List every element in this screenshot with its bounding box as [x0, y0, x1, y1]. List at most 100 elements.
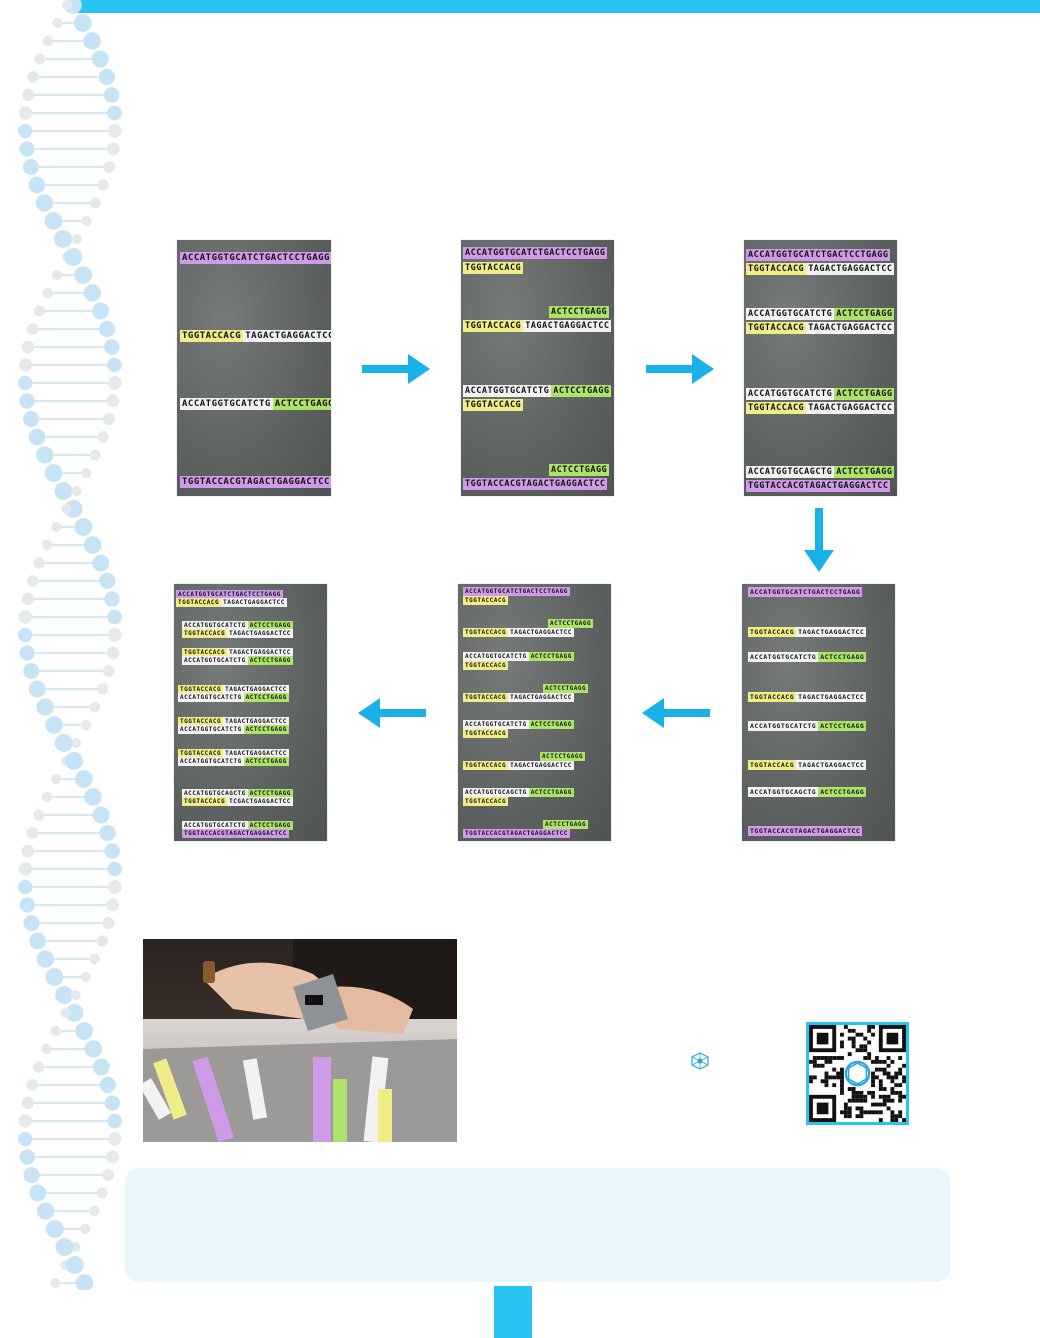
- dna-segment: ACTCCTGAGG: [543, 684, 589, 693]
- dna-node: [75, 1022, 94, 1040]
- dna-segment: TGGTACCACG: [463, 262, 524, 274]
- dna-segment: TGGTACCACG: [182, 629, 228, 638]
- dna-segment: ACCATGGTGCATCTGACTCCTGAGG: [176, 590, 283, 599]
- dna-segment: TAGACTGAGGACTCC: [806, 402, 895, 414]
- dna-node: [104, 1095, 120, 1111]
- dna-node: [28, 428, 46, 446]
- dna-segment: ACTCCTGAGG: [243, 757, 289, 766]
- page-number-tab: [494, 1286, 532, 1338]
- dna-node: [80, 971, 91, 983]
- dna-node: [54, 230, 73, 248]
- arrow-left-icon: [642, 698, 710, 728]
- dna-segment: TGGTACCACG: [463, 320, 524, 332]
- dna-segment: TGGTACCACG: [746, 263, 807, 275]
- dna-node: [107, 861, 122, 877]
- dna-node: [99, 572, 116, 590]
- dna-strand: ACCATGGTGCATCTGACTCCTGAGG: [463, 247, 608, 259]
- dna-node: [74, 770, 93, 788]
- dna-segment: TGGTACCACGTAGACTGAGGACTCC: [180, 476, 331, 488]
- dna-segment: ACTCCTGAGG: [247, 656, 293, 665]
- dna-node: [108, 124, 122, 138]
- dna-segment: ACTCCTGAGG: [543, 820, 589, 829]
- dna-segment: ACTCCTGAGG: [528, 652, 574, 661]
- dna-node: [26, 575, 39, 587]
- dna-node: [51, 773, 62, 785]
- dna-segment: ACCATGGTGCAGCTG: [463, 788, 529, 797]
- dna-node: [107, 105, 122, 121]
- dna-node: [36, 698, 54, 716]
- dna-segment: TAGACTGAGGACTCC: [806, 263, 895, 275]
- dna-node: [102, 413, 115, 425]
- dna-node: [22, 159, 39, 175]
- dna-strand: TGGTACCACG: [463, 596, 509, 605]
- dna-node: [36, 950, 55, 968]
- dna-node: [21, 592, 35, 606]
- dna-strand: ACTCCTGAGG: [543, 820, 589, 829]
- dna-node: [18, 610, 33, 624]
- dna-segment: ACTCCTGAGG: [818, 787, 867, 797]
- dna-strand: TGGTACCACGTAGACTGAGGACTCC: [180, 476, 331, 488]
- dna-node: [92, 806, 110, 824]
- dna-segment: TAGACTGAGGACTCC: [227, 648, 293, 657]
- dna-node: [18, 106, 33, 120]
- dna-node: [19, 645, 35, 661]
- dna-node: [34, 53, 46, 65]
- dna-node: [64, 752, 83, 770]
- dna-segment: TGGTACCACG: [178, 749, 224, 758]
- dna-segment: TGGTACCACG: [746, 402, 807, 414]
- dna-strand: ACTCCTGAGG: [548, 619, 594, 628]
- qr-code-icon[interactable]: [806, 1022, 909, 1125]
- dna-segment: ACTCCTGAGG: [834, 466, 895, 478]
- dna-strand: ACTCCTGAGG: [549, 306, 610, 318]
- dna-node: [107, 1132, 122, 1146]
- dna-segment: TGGTACCACG: [463, 596, 509, 605]
- dna-segment: ACTCCTGAGG: [247, 789, 293, 798]
- dna-strand: TGGTACCACGTAGACTGAGGACTCC: [746, 480, 891, 492]
- dna-segment: ACTCCTGAGG: [247, 621, 293, 630]
- dna-node: [99, 1076, 116, 1094]
- dna-node: [50, 1025, 61, 1037]
- dna-node: [97, 683, 109, 695]
- dna-strand: ACCATGGTGCATCTGACTCCTGAGG: [463, 587, 570, 596]
- dna-node: [21, 340, 35, 354]
- dna-segment: TAGACTGAGGACTCC: [223, 717, 289, 726]
- dna-segment: ACCATGGTGCATCTGACTCCTGAGG: [180, 252, 331, 264]
- dna-node: [81, 467, 92, 479]
- dna-node: [89, 953, 100, 965]
- dna-node: [41, 1043, 52, 1055]
- dna-node: [23, 662, 40, 680]
- dna-node: [61, 503, 72, 515]
- dna-segment: TAGACTGAGGACTCC: [508, 761, 574, 770]
- dna-segment: ACCATGGTGCATCTGACTCCTGAGG: [748, 587, 863, 597]
- dna-node: [18, 358, 33, 372]
- dna-node: [41, 791, 53, 803]
- dna-segment: ACCATGGTGCATCTGACTCCTGAGG: [463, 587, 570, 596]
- dna-node: [104, 843, 120, 859]
- dna-strand: TGGTACCACG: [463, 661, 509, 670]
- dna-segment: ACCATGGTGCATCTG: [463, 385, 552, 397]
- dna-segment: TGGTACCACG: [746, 322, 807, 334]
- dna-node: [83, 32, 101, 50]
- dna-node: [75, 1274, 94, 1290]
- dna-segment: ACCATGGTGCATCTG: [182, 821, 248, 830]
- dna-node: [84, 1040, 103, 1058]
- dna-node: [33, 1061, 45, 1073]
- dna-node: [74, 518, 93, 536]
- dna-segment: ACTCCTGAGG: [243, 693, 289, 702]
- dna-segment: TAGACTGAGGACTCC: [223, 749, 289, 758]
- dna-node: [74, 266, 93, 284]
- dna-node: [107, 1113, 122, 1129]
